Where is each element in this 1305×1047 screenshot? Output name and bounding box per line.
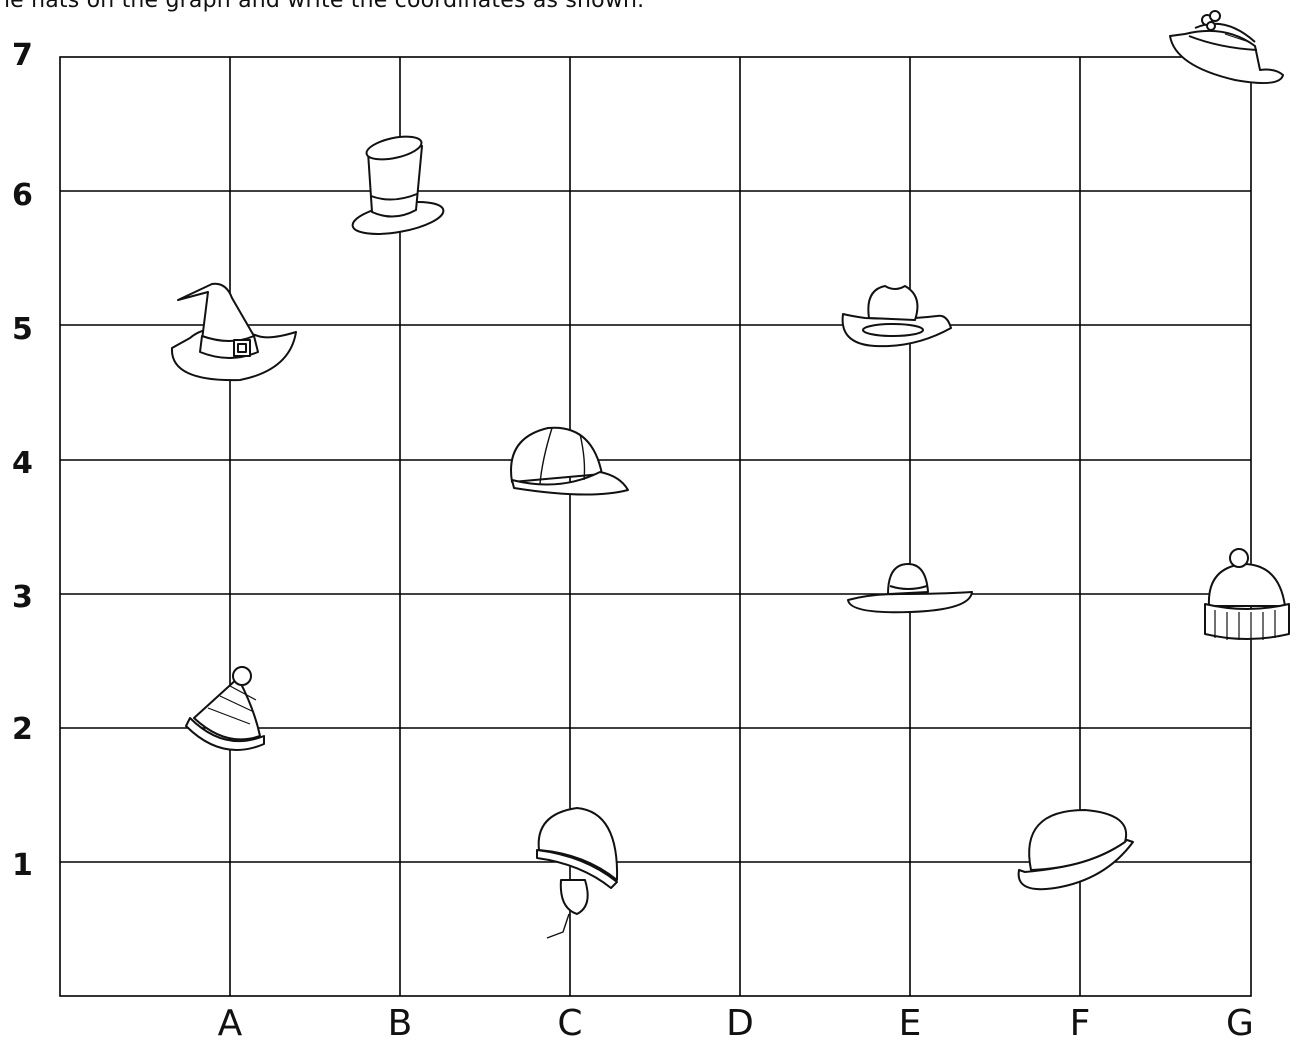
bowler-hat-icon bbox=[1019, 810, 1133, 889]
party-hat-icon bbox=[186, 667, 264, 750]
top-hat-icon bbox=[350, 132, 445, 239]
sombrero-icon bbox=[848, 564, 972, 612]
flower-sunhat-icon bbox=[1170, 11, 1283, 83]
beanie-icon bbox=[1205, 549, 1289, 640]
baseball-cap-icon bbox=[511, 428, 628, 495]
earflap-hat-icon bbox=[537, 808, 617, 938]
witch-hat-icon bbox=[172, 284, 296, 380]
cowboy-hat-icon bbox=[843, 286, 951, 346]
